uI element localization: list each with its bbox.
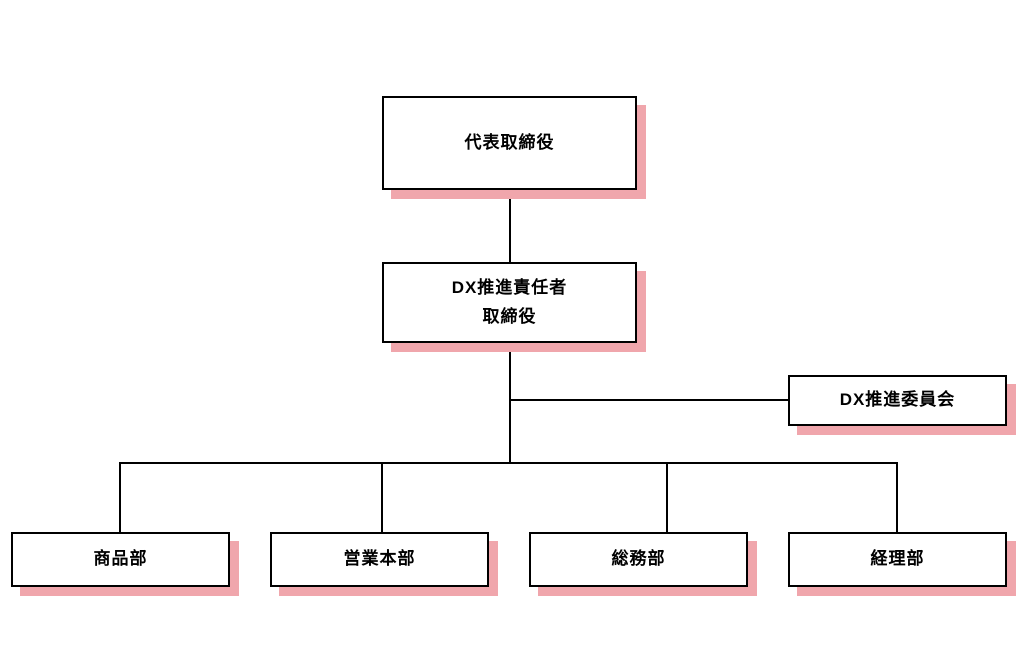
connector-dx-lead-to-bar bbox=[509, 342, 511, 463]
connector-drop-sales bbox=[381, 463, 383, 532]
node-dx-promotion-lead: DX推進責任者 取締役 bbox=[382, 262, 637, 343]
node-ceo-label: 代表取締役 bbox=[464, 132, 555, 152]
connector-department-bar bbox=[119, 462, 898, 464]
node-general-affairs-department: 総務部 bbox=[529, 532, 748, 587]
node-product-department-label: 商品部 bbox=[93, 549, 148, 569]
connector-drop-product bbox=[119, 463, 121, 532]
node-product-department: 商品部 bbox=[11, 532, 230, 587]
node-dx-promotion-lead-label-line1: DX推進責任者 bbox=[451, 278, 568, 298]
node-sales-headquarters: 営業本部 bbox=[270, 532, 489, 587]
connector-dx-lead-to-committee bbox=[510, 399, 788, 401]
node-accounting-department: 経理部 bbox=[788, 532, 1007, 587]
node-dx-promotion-committee-label: DX推進委員会 bbox=[839, 390, 956, 410]
node-dx-promotion-committee: DX推進委員会 bbox=[788, 375, 1007, 426]
connector-ceo-to-dx-lead bbox=[509, 189, 511, 263]
connector-drop-general-affairs bbox=[666, 463, 668, 532]
node-general-affairs-department-label: 総務部 bbox=[611, 549, 666, 569]
node-ceo: 代表取締役 bbox=[382, 96, 637, 190]
node-dx-promotion-lead-label-line2: 取締役 bbox=[482, 306, 537, 326]
node-accounting-department-label: 経理部 bbox=[870, 549, 925, 569]
node-sales-headquarters-label: 営業本部 bbox=[343, 549, 416, 569]
connector-drop-accounting bbox=[896, 463, 898, 532]
